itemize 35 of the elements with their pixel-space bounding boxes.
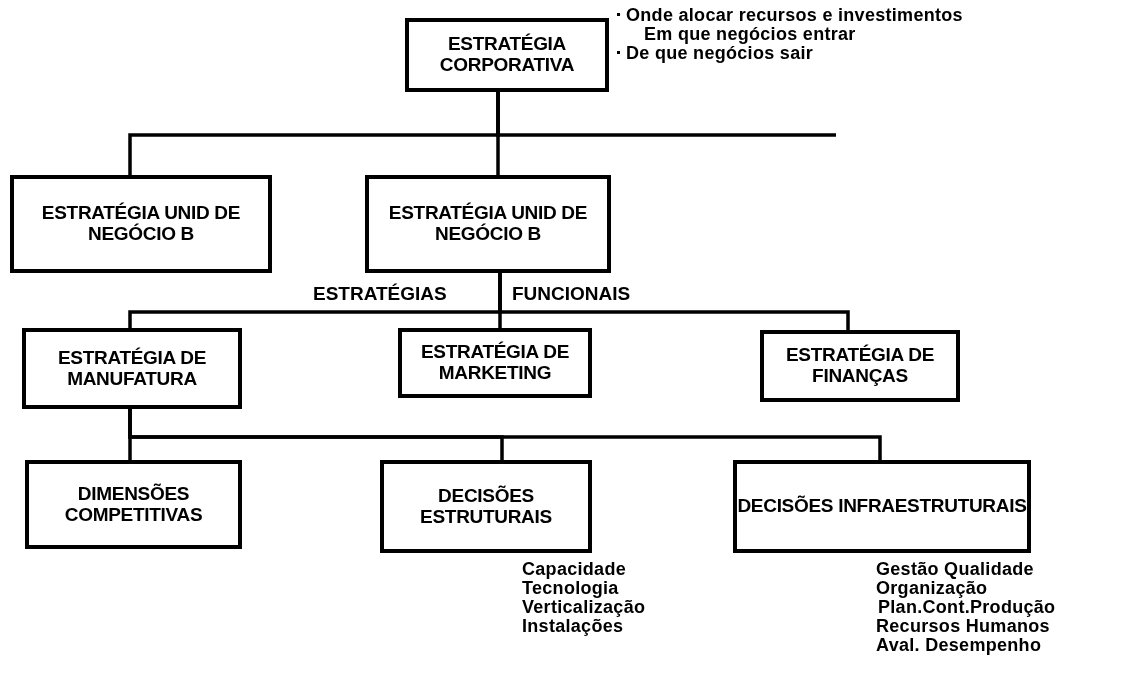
section-label: FUNCIONAIS — [512, 283, 631, 305]
box-title: ESTRATÉGIA UNID DE NEGÓCIO B — [40, 203, 242, 245]
box-title: ESTRATÉGIA DE MARKETING — [419, 342, 571, 384]
box-title: ESTRATÉGIA UNID DE NEGÓCIO B — [387, 203, 589, 245]
strategy-box — [10, 175, 272, 273]
list-item: Verticalização — [522, 597, 646, 618]
strategy-box — [760, 330, 960, 402]
list-item: Plan.Cont.Produção — [878, 597, 1056, 618]
list-item: Aval. Desempenho — [876, 635, 1042, 656]
box-title: ESTRATÉGIA CORPORATIVA — [438, 34, 576, 76]
connector-line — [128, 409, 882, 460]
list-item: Capacidade — [522, 559, 627, 579]
list-item: Tecnologia — [522, 578, 619, 599]
connector-line — [498, 273, 850, 330]
connector-line — [496, 92, 836, 137]
bullet-text: De que negócios sair — [626, 43, 814, 64]
list-item: Gestão Qualidade — [876, 559, 1034, 579]
list-item: Instalações — [522, 616, 624, 637]
box-title: ESTRATÉGIA DE FINANÇAS — [784, 345, 936, 387]
strategy-box — [22, 328, 242, 409]
strategy-box — [733, 460, 1031, 553]
section-label: ESTRATÉGIAS — [313, 283, 447, 305]
list-item: Recursos Humanos — [876, 616, 1050, 637]
box-title: ESTRATÉGIA DE MANUFATURA — [56, 347, 208, 390]
box-title: DIMENSÕES COMPETITIVAS — [63, 483, 204, 526]
list-item: Organização — [876, 578, 988, 599]
strategy-box — [380, 460, 592, 553]
box-title: DECISÕES ESTRUTURAIS — [419, 485, 553, 528]
box-title: DECISÕES INFRAESTRUTURAIS — [737, 496, 1027, 517]
bullet-text: Onde alocar recursos e investimentos — [626, 5, 963, 25]
bullet-text: Em que negócios entrar — [644, 24, 856, 45]
strategy-box — [405, 18, 609, 92]
strategy-box — [25, 460, 242, 549]
strategy-box — [365, 175, 611, 273]
strategy-box — [398, 328, 592, 398]
